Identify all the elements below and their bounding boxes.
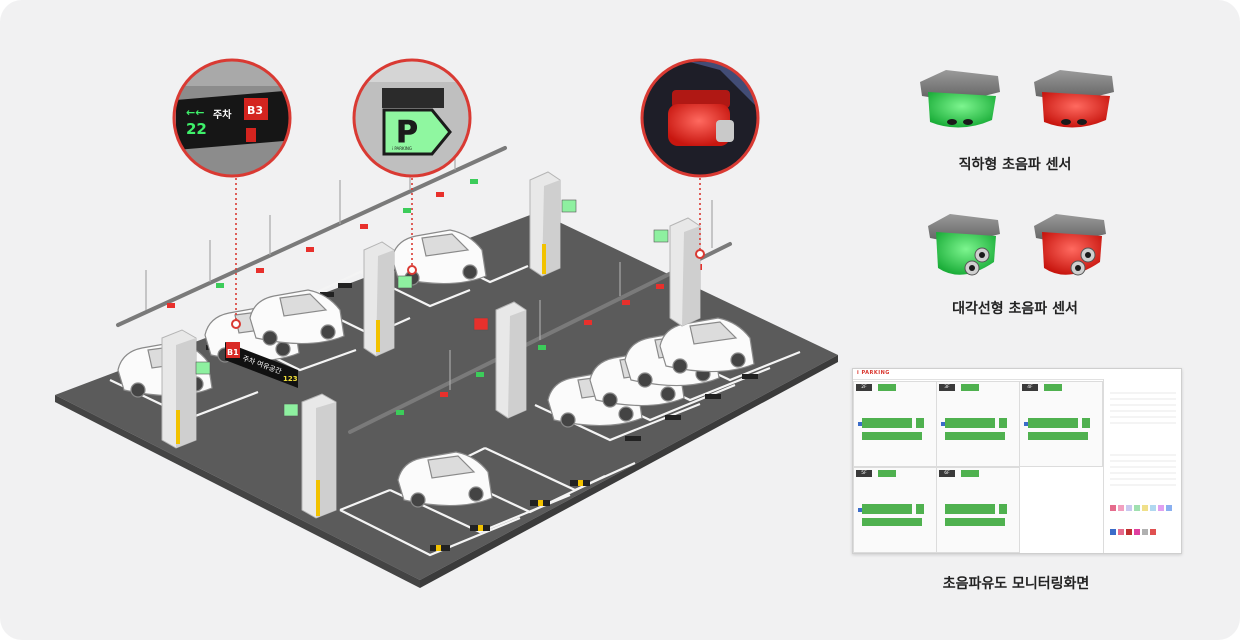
car (397, 451, 493, 508)
callout-direction-sign (172, 58, 292, 178)
rail-sensors (167, 179, 702, 415)
floor-panel: 5F (853, 467, 937, 553)
direction-text: 주차 (213, 108, 232, 121)
car (249, 289, 345, 346)
pillar (301, 393, 337, 519)
floor-panel: 6F (936, 467, 1020, 553)
floor-tag: 4F (1022, 384, 1038, 391)
floor-tag: 5F (856, 470, 872, 477)
p-signs-small (195, 199, 669, 417)
floor-sign-b1 (225, 342, 298, 388)
monitoring-screen: i PARKING 2F 3F 4F 5F 6F (852, 368, 1182, 554)
floor-panel: 4F (1019, 381, 1103, 467)
callout-red-sensor (640, 58, 760, 178)
direction-arrow: ←← (186, 106, 204, 119)
parking-floor-edge-right (420, 355, 838, 588)
floor-panel: 3F (936, 381, 1020, 467)
pillar (161, 329, 197, 449)
floor-b3-label: B3 (247, 104, 263, 117)
floor-tag: 2F (856, 384, 872, 391)
p-sign-brand: i PARKING (392, 146, 412, 151)
vertical-sensor-red (1034, 70, 1114, 128)
callout-leaders (235, 178, 701, 322)
pillar (529, 171, 561, 277)
pillar (669, 217, 701, 327)
available-count: 123 (283, 375, 298, 383)
monitoring-stats-panel (1103, 379, 1181, 553)
diagonal-sensor-green (928, 214, 1000, 276)
vertical-sensor-caption: 직하형 초음파 센서 (958, 157, 1072, 173)
pillar (495, 301, 527, 419)
monitoring-header: i PARKING (853, 369, 1181, 380)
diagonal-sensor-red (1034, 214, 1106, 276)
monitoring-caption: 초음파유도 모니터링화면 (942, 576, 1090, 592)
pillars (161, 171, 701, 519)
svg-text:P: P (396, 115, 418, 150)
car (659, 317, 755, 374)
monitoring-logo: i PARKING (857, 370, 890, 376)
floor-b1-label: B1 (227, 348, 239, 357)
diagonal-sensor-caption: 대각선형 초음파 센서 (952, 301, 1078, 317)
vertical-sensor-green (920, 70, 1000, 128)
pillar (363, 241, 395, 357)
floor-panel: 2F (853, 381, 937, 467)
parking-floor-edge (55, 395, 420, 588)
direction-count: 22 (186, 120, 207, 138)
floor-tag: 6F (939, 470, 955, 477)
floor-tag: 3F (939, 384, 955, 391)
